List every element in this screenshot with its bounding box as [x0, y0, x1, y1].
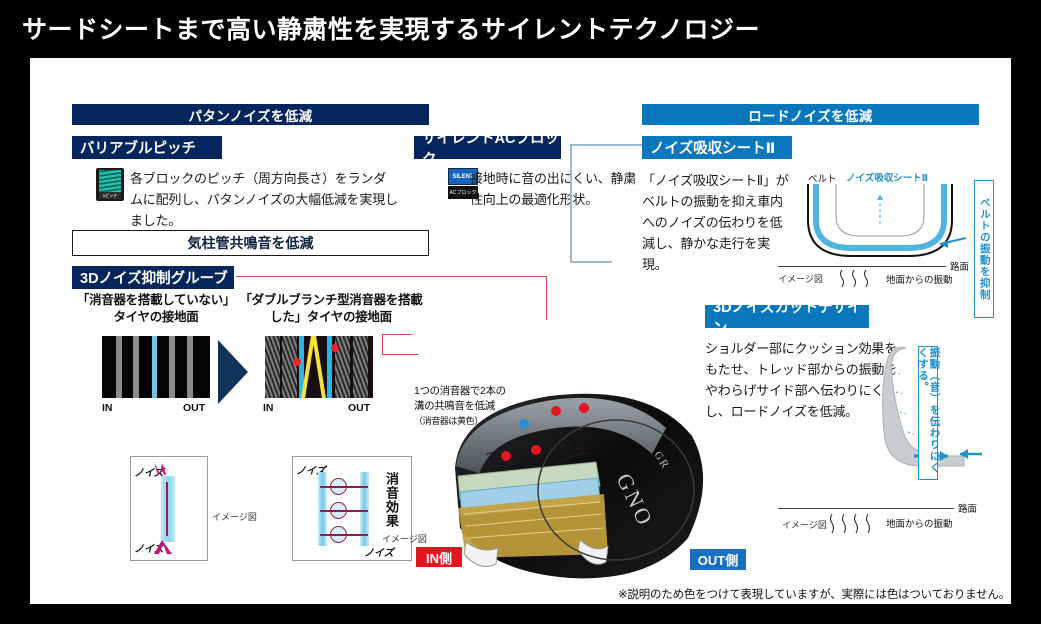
- belt-label: ベルト: [808, 174, 837, 185]
- noise-label-right-top: ノイズ: [296, 466, 326, 477]
- out-side-tag: OUT側: [690, 549, 746, 570]
- pitch-badge-caption: 5ピッチ: [99, 192, 121, 199]
- page-title: サードシートまで高い静粛性を実現するサイレントテクノロジー: [22, 15, 761, 44]
- image-label-cut: イメージ図: [782, 520, 827, 530]
- tire-cutaway-image: GNO GR: [420, 358, 720, 588]
- tread-left-out-label: OUT: [183, 402, 206, 414]
- variable-pitch-body: 各ブロックのピッチ（周方向長さ）をランダムに配列し、パタンノイズの大幅低減を実現…: [130, 171, 398, 229]
- resonator-note: 1つの消音器で2本の溝の共鳴音を低減 （消音器は黄色）: [414, 384, 510, 430]
- page-title-bar: サードシートまで高い静粛性を実現するサイレントテクノロジー: [0, 0, 1041, 55]
- silent-ac-badge-icon: SILENT ACブロック: [448, 168, 478, 201]
- resonator-tube-left: [318, 472, 327, 546]
- noise-cut-3d-tab: 3Dノイズカットデザイン: [705, 300, 869, 337]
- noise-sheet-diagram: [790, 184, 970, 262]
- tread-right-in-label: IN: [263, 402, 274, 414]
- connector-groove-vertical: [546, 276, 548, 320]
- road-surface-line-1: [778, 266, 946, 268]
- road-surface-line-2: [778, 508, 954, 510]
- image-label-right: イメージ図: [382, 534, 427, 544]
- tread-right-out-label: OUT: [348, 402, 371, 414]
- connector-resonator-v: [382, 334, 384, 354]
- road-surface-label-1: 路面: [950, 262, 970, 273]
- variable-pitch-badge-icon: 5ピッチ: [96, 168, 124, 201]
- variable-pitch-tab: バリアブルピッチ: [72, 136, 222, 159]
- road-surface-label-2: 路面: [958, 504, 978, 515]
- connector-ac-vertical: [570, 144, 572, 262]
- air-flow-arrow-icon: [166, 482, 168, 536]
- noise-label-left-bottom: ノイズ: [134, 544, 164, 555]
- footnote: ※説明のため色をつけて表現していますが、実際には色はついておりません。: [618, 589, 1011, 601]
- image-label-sheet: イメージ図: [778, 274, 823, 284]
- air-column-box: 気柱管共鳴音を低減: [72, 230, 429, 256]
- noise-label-right-bottom: ノイズ: [364, 548, 394, 559]
- noise-vee-bottom-icon: [154, 540, 172, 554]
- pattern-noise-header: パタンノイズを低減: [72, 104, 429, 125]
- belt-vibration-callout: ベルトの振動を抑制: [974, 180, 994, 318]
- silent-ac-body: 接地時に音の出にくい、静粛性向上の最適化形状。: [470, 171, 637, 208]
- ground-vibration-arrows-2: [829, 513, 871, 534]
- connector-ac-branch: [570, 261, 612, 263]
- resonator-dot: [331, 344, 339, 352]
- groove-caption-right: 「ダブルブランチ型消音器を搭載した」タイヤの接地面: [239, 293, 423, 324]
- connector-groove-horizontal: [236, 276, 546, 278]
- silent-badge-top: SILENT: [448, 168, 478, 185]
- connector-ac-horizontal: [570, 144, 680, 146]
- ground-vibration-label-1: 地面からの振動: [886, 275, 953, 286]
- comparison-arrow-icon: [218, 340, 248, 404]
- noise-sheet-body: 「ノイズ吸収シートⅡ」がベルトの振動を抑え車内へのノイズの伝わりを低減し、静かな…: [642, 173, 789, 273]
- tread-left-in-label: IN: [102, 402, 113, 414]
- pitch-stripes-icon: [99, 170, 121, 192]
- muffling-effect-label: 消音効果: [384, 472, 399, 528]
- resonator-dot: [293, 358, 301, 366]
- noise-image-box-right: [292, 456, 412, 561]
- noise-label-left-top: ノイズ: [134, 468, 164, 479]
- in-side-tag: IN側: [416, 547, 462, 567]
- tread-with-resonator: [265, 336, 373, 398]
- noise-sheet-label: ノイズ吸収シートⅡ: [846, 173, 928, 184]
- air-tube-graphic: [161, 476, 175, 542]
- connector-resonator-h: [382, 354, 418, 356]
- tread-without-resonator: [102, 336, 210, 398]
- noise-cut-3d-body: ショルダー部にクッション効果をもたせ、トレッド部からの振動をやわらげサイド部へ伝…: [705, 341, 898, 420]
- connector-resonator-h2: [382, 334, 412, 336]
- resonator-note-main: 1つの消音器で2本の溝の共鳴音を低減: [414, 385, 506, 413]
- noise-vee-top-icon: [154, 462, 170, 476]
- road-noise-header: ロードノイズを低減: [642, 104, 979, 125]
- resonator-tube-right: [360, 472, 369, 546]
- groove-caption-left: 「消音器を搭載していない」タイヤの接地面: [76, 293, 236, 324]
- noise-sheet-tab: ノイズ吸収シートⅡ: [642, 136, 792, 159]
- infographic-canvas: パタンノイズを低減 ロードノイズを低減 バリアブルピッチ 5ピッチ 各ブロックの…: [30, 58, 1011, 604]
- ground-vibration-arrows-1: [839, 269, 869, 288]
- groove-3d-tab: 3Dノイズ抑制グルーブ: [72, 266, 234, 289]
- vibration-transfer-callout: 振動（音）を伝わりにくくする。: [917, 346, 941, 480]
- ground-vibration-label-2: 地面からの振動: [886, 519, 953, 530]
- silent-badge-bottom: ACブロック: [448, 186, 478, 199]
- resonator-note-sub: （消音器は黄色）: [414, 416, 483, 427]
- image-label-left: イメージ図: [212, 512, 257, 522]
- silent-ac-tab: サイレントACブロック: [414, 131, 561, 168]
